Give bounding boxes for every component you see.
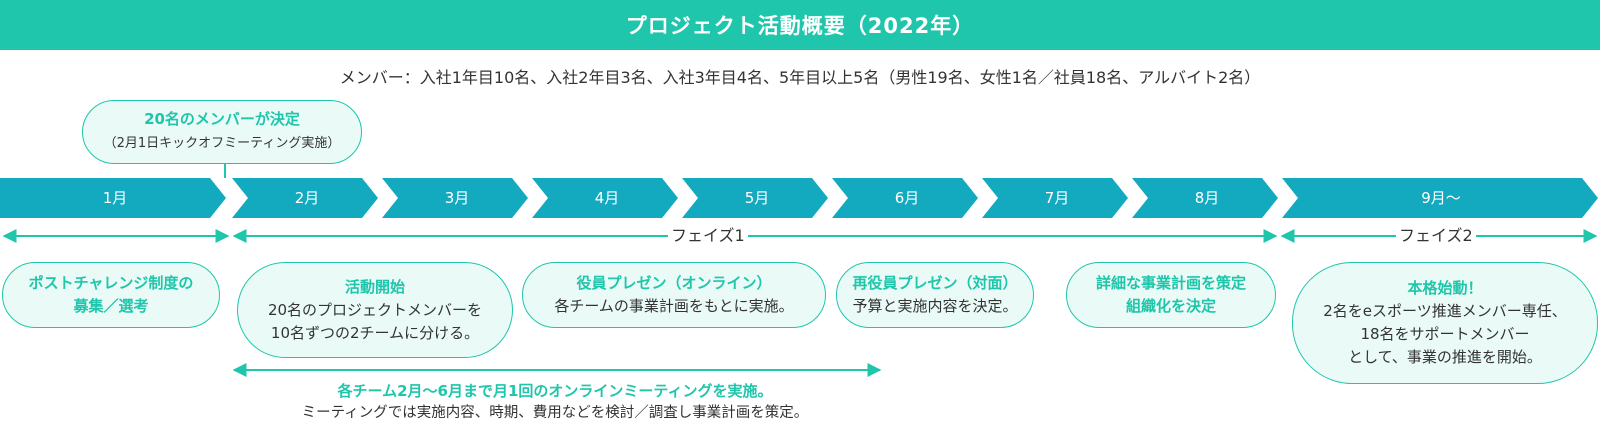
month-chevron-3 bbox=[382, 178, 528, 218]
month-chevron-6 bbox=[832, 178, 978, 218]
activity-start-box: 活動開始 20名のプロジェクトメンバーを 10名ずつの2チームに分ける。 bbox=[237, 262, 513, 358]
full-launch-title: 本格始動！ bbox=[1407, 279, 1483, 297]
business-plan-body: 組織化を決定 bbox=[1125, 297, 1216, 315]
phase-1-label: フェイズ1 bbox=[668, 224, 748, 248]
month-label-9: 9月〜 bbox=[1421, 189, 1461, 207]
phase-2-label: フェイズ2 bbox=[1396, 224, 1476, 248]
month-chevron-5 bbox=[682, 178, 828, 218]
members-summary: メンバー：入社1年目10名、入社2年目3名、入社3年目4名、5年目以上5名（男性… bbox=[339, 68, 1261, 87]
month-chevron-1 bbox=[0, 178, 226, 218]
full-launch-body-3: として、事業の推進を開始。 bbox=[1348, 348, 1542, 366]
recruitment-box: ポストチャレンジ制度の 募集／選考 bbox=[2, 262, 220, 328]
re-presentation-body: 予算と実施内容を決定。 bbox=[852, 297, 1018, 315]
business-plan-title: 詳細な事業計画を策定 bbox=[1095, 274, 1246, 292]
month-label-6: 6月 bbox=[894, 189, 920, 207]
full-launch-body-2: 18名をサポートメンバー bbox=[1360, 325, 1530, 343]
activity-start-body-1: 20名のプロジェクトメンバーを bbox=[267, 300, 483, 319]
month-chevrons bbox=[0, 178, 1598, 218]
month-chevron-9 bbox=[1282, 178, 1598, 218]
meeting-note: 各チーム2月〜6月まで月1回のオンラインミーティングを実施。 ミーティングでは実… bbox=[230, 380, 880, 424]
online-presentation-box: 役員プレゼン（オンライン） 各チームの事業計画をもとに実施。 bbox=[522, 262, 826, 328]
month-chevron-2 bbox=[232, 178, 378, 218]
re-presentation-title: 再役員プレゼン（対面） bbox=[852, 274, 1018, 292]
month-label-4: 4月 bbox=[594, 189, 620, 207]
callout-subtitle: （2月1日キックオフミーティング実施） bbox=[103, 136, 341, 151]
callout-pointer bbox=[224, 164, 226, 178]
kickoff-callout: 20名のメンバーが決定 （2月1日キックオフミーティング実施） bbox=[82, 100, 362, 164]
activity-start-body-2: 10名ずつの2チームに分ける。 bbox=[270, 323, 480, 342]
month-chevron-7 bbox=[982, 178, 1128, 218]
full-launch-body-1: 2名をeスポーツ推進メンバー専任、 bbox=[1323, 302, 1567, 320]
recruitment-title: ポストチャレンジ制度の bbox=[28, 274, 194, 292]
activity-start-title: 活動開始 bbox=[344, 277, 405, 296]
recruitment-body: 募集／選考 bbox=[73, 297, 149, 315]
online-presentation-title: 役員プレゼン（オンライン） bbox=[576, 274, 772, 292]
meeting-body: ミーティングでは実施内容、時期、費用などを検討／調査し事業計画を策定。 bbox=[301, 405, 809, 421]
page-title: プロジェクト活動概要（2022年） bbox=[0, 0, 1600, 50]
online-presentation-body: 各チームの事業計画をもとに実施。 bbox=[554, 297, 794, 315]
month-chevron-8 bbox=[1132, 178, 1278, 218]
full-launch-box: 本格始動！ 2名をeスポーツ推進メンバー専任、 18名をサポートメンバー として… bbox=[1292, 262, 1598, 384]
month-chevron-4 bbox=[532, 178, 678, 218]
meeting-title: 各チーム2月〜6月まで月1回のオンラインミーティングを実施。 bbox=[337, 382, 773, 400]
month-label-2: 2月 bbox=[294, 189, 320, 207]
month-label-3: 3月 bbox=[444, 189, 470, 207]
month-label-7: 7月 bbox=[1044, 189, 1070, 207]
re-presentation-box: 再役員プレゼン（対面） 予算と実施内容を決定。 bbox=[836, 262, 1034, 328]
month-label-5: 5月 bbox=[744, 189, 770, 207]
month-label-8: 8月 bbox=[1194, 189, 1220, 207]
business-plan-box: 詳細な事業計画を策定 組織化を決定 bbox=[1066, 262, 1276, 328]
callout-title: 20名のメンバーが決定 bbox=[144, 110, 300, 128]
month-label-1: 1月 bbox=[102, 189, 128, 207]
